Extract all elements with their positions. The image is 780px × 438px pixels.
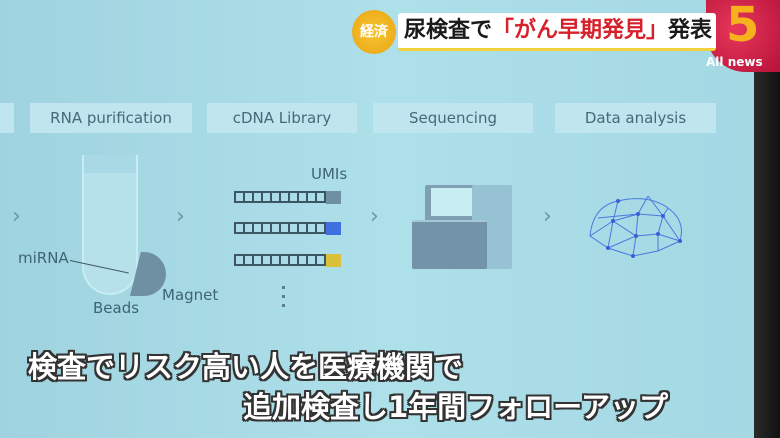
umi-tag xyxy=(326,191,341,204)
brain-network-icon xyxy=(589,196,682,258)
screen-bezel xyxy=(754,0,780,438)
channel-logo-text: All news xyxy=(706,55,763,69)
subtitle-line-1: 検査でリスク高い人を医療機関で xyxy=(28,350,464,384)
ellipsis-icon xyxy=(282,286,285,310)
category-badge: 経済 xyxy=(352,10,396,54)
cdna-strand xyxy=(234,191,328,203)
magnet-label: Magnet xyxy=(162,286,219,304)
cdna-strand xyxy=(234,254,328,266)
chevron-right-icon: › xyxy=(176,204,185,229)
channel-logo-number: 5 xyxy=(726,0,760,53)
headline-prefix: 尿検査で xyxy=(404,17,493,43)
umi-tag xyxy=(326,222,341,235)
mirna-label: miRNA xyxy=(18,249,69,267)
test-tube-icon xyxy=(82,155,138,295)
beads-label: Beads xyxy=(93,299,140,317)
headline-banner: 尿検査で 「がん早期発見」 発表 xyxy=(398,13,716,51)
headline-highlight: 「がん早期発見」 xyxy=(492,17,669,43)
step-header-partial xyxy=(0,103,14,133)
step-header-sequencing: Sequencing xyxy=(373,103,533,133)
chevron-right-icon: › xyxy=(12,204,21,229)
step-header-cdna: cDNA Library xyxy=(207,103,357,133)
headline-suffix: 発表 xyxy=(668,17,713,43)
step-header-data-analysis: Data analysis xyxy=(555,103,716,133)
step-header-rna: RNA purification xyxy=(30,103,192,133)
chevron-right-icon: › xyxy=(370,204,379,229)
channel-logo xyxy=(706,0,780,72)
chevron-right-icon: › xyxy=(543,204,552,229)
subtitle-line-2: 追加検査し1年間フォローアップ xyxy=(243,390,669,424)
sequencer-icon xyxy=(412,185,512,269)
cdna-strand xyxy=(234,222,328,234)
umis-label: UMIs xyxy=(311,165,348,183)
umi-tag xyxy=(326,254,341,267)
